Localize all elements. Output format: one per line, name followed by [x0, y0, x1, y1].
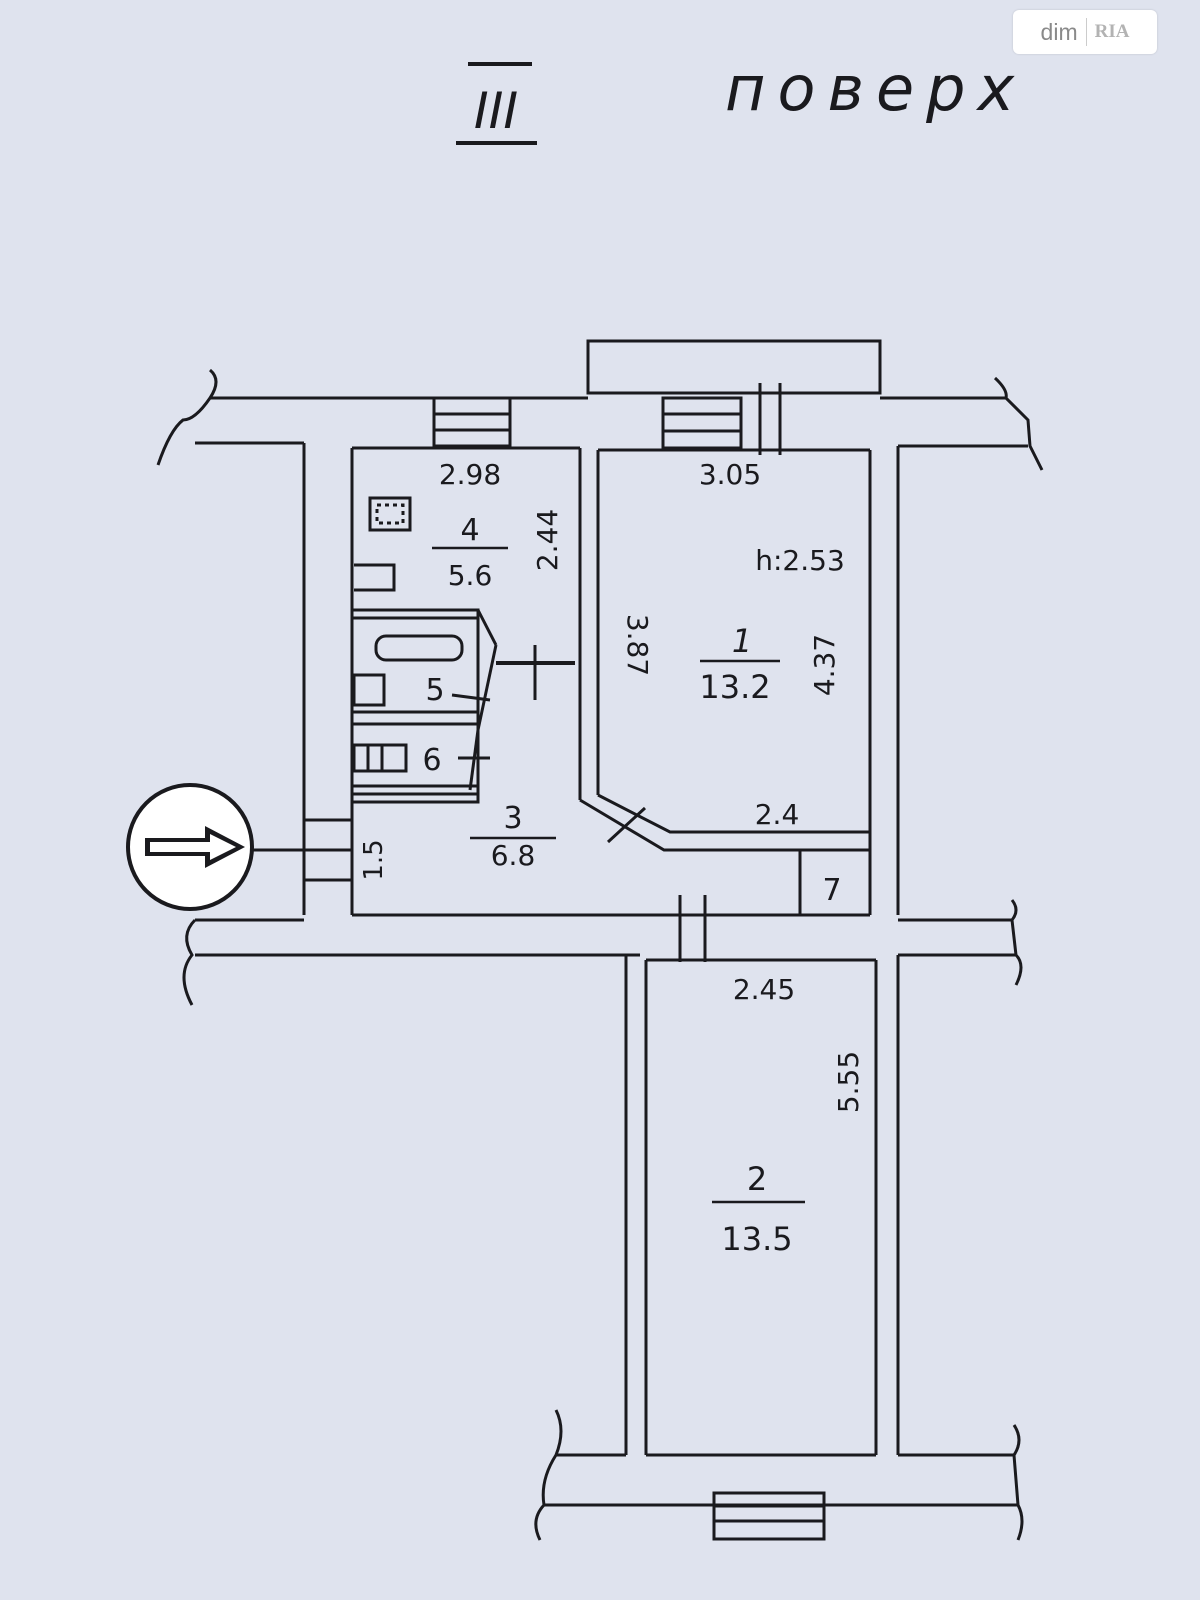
room-3-number: 3 — [503, 801, 522, 836]
room-4-width: 2.98 — [439, 458, 501, 491]
floor-word: поверх — [725, 52, 1026, 125]
room-4-number: 4 — [460, 513, 479, 548]
balcony — [586, 339, 882, 395]
room-2-number: 2 — [747, 1160, 767, 1198]
entrance-door — [252, 818, 352, 882]
stove-icon — [368, 496, 412, 532]
room-1-area: 13.2 — [699, 668, 770, 706]
room-4-labels: 2.98 4 5.6 2.44 — [432, 458, 564, 592]
bathtub-icon — [374, 634, 464, 662]
floor-header: III поверх — [456, 52, 1026, 145]
room-1-depth: 4.37 — [808, 634, 841, 696]
room-2-labels: 2.45 5.55 2 13.5 — [712, 973, 865, 1258]
room-1-height: h:2.53 — [755, 544, 845, 577]
room-3-side: 1.5 — [359, 839, 389, 880]
window-room-1 — [661, 396, 743, 450]
floor-numeral: III — [474, 82, 518, 140]
toilet-icon — [352, 743, 408, 773]
watermark-logo: dim RIA — [1013, 10, 1157, 54]
room-3-labels: 3 6.8 1.5 — [359, 801, 556, 881]
room-4-depth: 2.44 — [531, 509, 564, 571]
room-2-depth: 5.55 — [832, 1051, 865, 1113]
room-6-number: 6 — [422, 743, 441, 778]
top-wall — [156, 368, 1044, 471]
bathroom-block — [350, 608, 498, 804]
watermark-divider — [1085, 18, 1087, 46]
room-1-bottom-width: 2.4 — [755, 798, 800, 831]
room-1-left-depth: 3.87 — [621, 614, 654, 676]
balcony-door — [758, 383, 782, 455]
room-3-area: 6.8 — [491, 839, 536, 872]
watermark-ria: RIA — [1094, 21, 1130, 42]
window-kitchen — [432, 396, 512, 448]
room-1-width: 3.05 — [699, 458, 761, 491]
room-1-number: 1 — [732, 622, 752, 660]
kitchen-sink-icon — [354, 563, 396, 592]
room-7-number: 7 — [822, 873, 841, 908]
room-4-area: 5.6 — [448, 559, 493, 592]
sink-icon — [352, 673, 386, 707]
room-1-labels: 3.05 h:2.53 1 13.2 3.87 4.37 2.4 — [621, 458, 845, 831]
window-room-2 — [712, 1491, 826, 1541]
entrance-arrow-icon — [126, 783, 254, 911]
room-2-area: 13.5 — [721, 1220, 792, 1258]
room-5-number: 5 — [425, 673, 444, 708]
room-2-width: 2.45 — [733, 973, 795, 1006]
watermark-dim: dim — [1040, 18, 1078, 45]
